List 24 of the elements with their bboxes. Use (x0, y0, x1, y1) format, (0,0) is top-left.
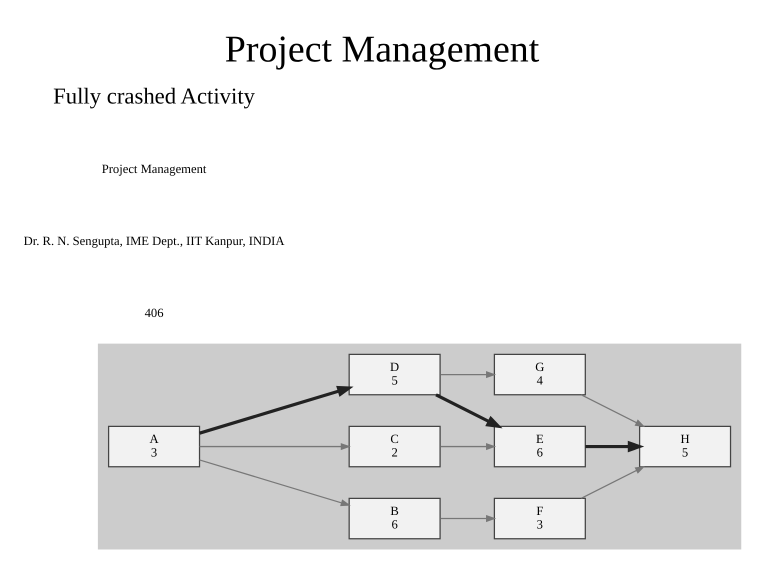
arrow (435, 393, 503, 428)
node-box: E 6 (494, 426, 586, 468)
arrow (580, 466, 646, 499)
label: 406 (144, 306, 164, 320)
arrow (200, 443, 351, 450)
node-box: A 3 (108, 426, 200, 468)
arrow (440, 371, 496, 378)
arrow (440, 515, 496, 522)
arrow (199, 386, 354, 435)
cluster (98, 344, 742, 550)
node-box: H 5 (638, 426, 732, 468)
arrow (199, 459, 351, 506)
node-box: B 6 (348, 498, 441, 540)
label: Fully crashed Activity (53, 84, 256, 109)
label: Dr. R. N. Sengupta, IME Dept., IIT Kanpur, INDIA (24, 234, 285, 248)
arrow (580, 394, 646, 428)
label: Project Management (102, 162, 206, 176)
node-box: D 5 (348, 354, 441, 396)
diagram-title: Project Management (224, 28, 540, 70)
arrow (440, 443, 496, 450)
node-box: F 3 (494, 498, 586, 540)
node-box: C 2 (348, 426, 441, 468)
arrow (585, 440, 644, 452)
node-box: G 4 (494, 354, 586, 396)
